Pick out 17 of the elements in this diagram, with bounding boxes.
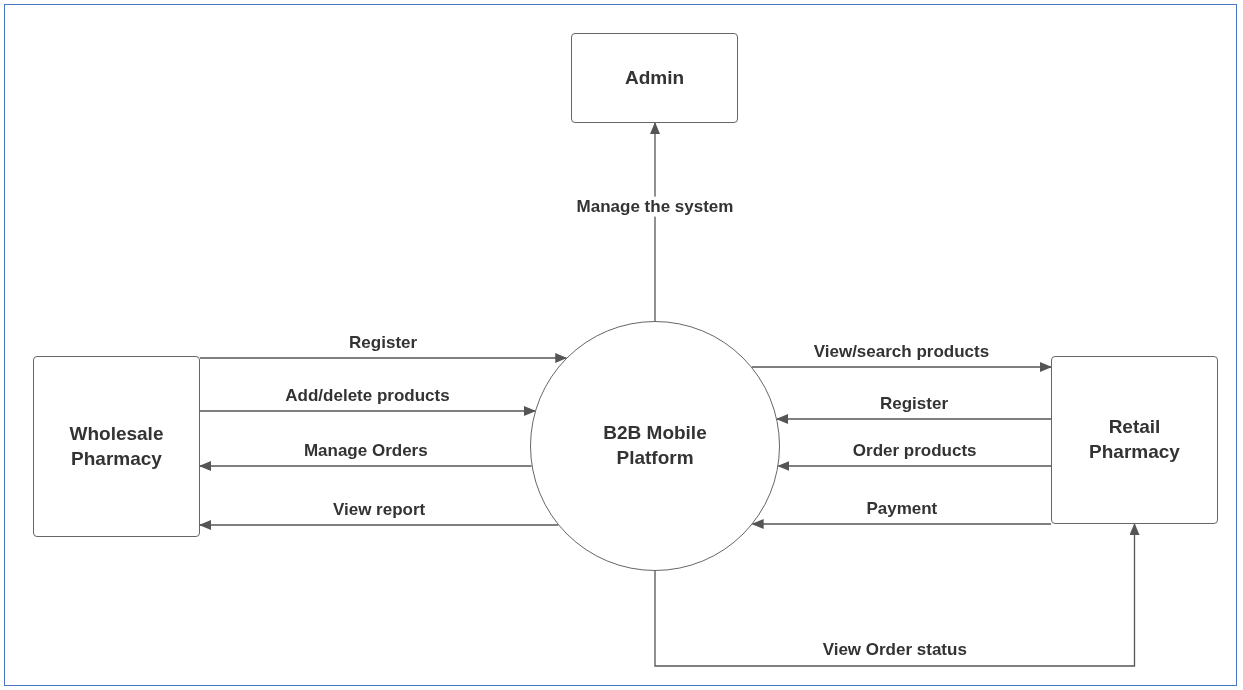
node-label: Wholesale Pharmacy bbox=[68, 421, 165, 471]
arrow bbox=[199, 353, 568, 363]
arrow bbox=[199, 520, 559, 530]
arrow bbox=[199, 461, 533, 471]
arrow bbox=[777, 461, 1052, 471]
node-label: B2B Mobile Platform bbox=[602, 421, 708, 470]
arrow bbox=[654, 523, 1140, 667]
arrow bbox=[751, 519, 1052, 529]
entity-box bbox=[33, 356, 200, 537]
entity-box bbox=[1051, 356, 1218, 524]
node-label: Admin bbox=[624, 65, 685, 90]
node-label: Retail Pharmacy bbox=[1088, 415, 1181, 464]
entity-box bbox=[571, 33, 738, 123]
arrow bbox=[199, 406, 536, 416]
arrow bbox=[751, 362, 1052, 372]
arrow bbox=[776, 414, 1052, 424]
arrow bbox=[650, 122, 660, 322]
